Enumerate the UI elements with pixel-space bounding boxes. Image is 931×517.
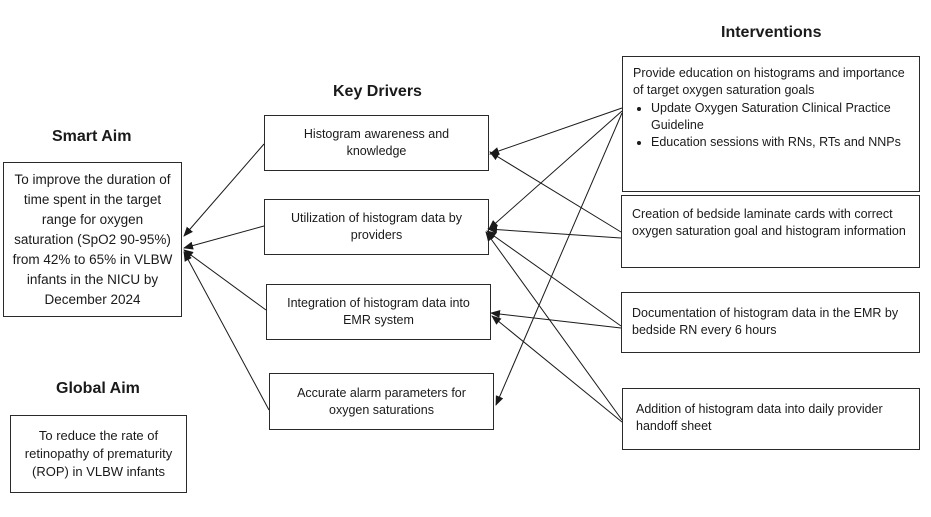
intervention-bullet: Education sessions with RNs, RTs and NNP… xyxy=(651,134,909,151)
arrow-int1-to-driver2 xyxy=(488,110,623,230)
key-driver-box: Histogram awareness and knowledge xyxy=(264,115,489,171)
arrow-driver-3-to-smart-aim xyxy=(183,249,267,311)
intervention-bullet-list: Update Oxygen Saturation Clinical Practi… xyxy=(633,100,909,151)
intervention-text: Creation of bedside laminate cards with … xyxy=(632,207,906,238)
intervention-bullet: Update Oxygen Saturation Clinical Practi… xyxy=(651,100,909,134)
key-driver-text: Histogram awareness and knowledge xyxy=(303,127,450,158)
intervention-box: Documentation of histogram data in the E… xyxy=(621,292,920,353)
arrow-int3-to-driver2 xyxy=(486,230,622,327)
key-driver-text: Utilization of histogram data by provide… xyxy=(291,211,462,242)
key-driver-text: Accurate alarm parameters for oxygen sat… xyxy=(297,385,466,417)
key-drivers-heading: Key Drivers xyxy=(333,83,422,100)
arrow-int1-to-driver4 xyxy=(495,112,623,406)
intervention-text: Provide education on histograms and impo… xyxy=(633,66,905,97)
global-aim-box: To reduce the rate of retinopathy of pre… xyxy=(10,415,187,493)
key-driver-box: Utilization of histogram data by provide… xyxy=(264,199,489,255)
key-driver-text: Integration of histogram data into EMR s… xyxy=(287,296,470,327)
smart-aim-box: To improve the duration of time spent in… xyxy=(3,162,182,317)
arrow-int4-to-driver2 xyxy=(485,231,623,421)
intervention-box: Addition of histogram data into daily pr… xyxy=(622,388,920,450)
arrow-driver-2-to-smart-aim xyxy=(183,225,265,250)
key-driver-box: Accurate alarm parameters for oxygen sat… xyxy=(269,373,494,430)
intervention-text: Addition of histogram data into daily pr… xyxy=(636,402,883,433)
intervention-text: Documentation of histogram data in the E… xyxy=(632,306,899,337)
intervention-box: Provide education on histograms and impo… xyxy=(622,56,920,192)
arrow-driver-1-to-smart-aim xyxy=(183,143,265,237)
global-aim-text: To reduce the rate of retinopathy of pre… xyxy=(24,428,173,479)
key-driver-box: Integration of histogram data into EMR s… xyxy=(266,284,491,340)
arrow-int2-to-driver2 xyxy=(487,225,622,239)
interventions-heading: Interventions xyxy=(721,24,822,41)
arrow-int3-to-driver3 xyxy=(490,310,622,329)
arrow-driver-4-to-smart-aim xyxy=(183,251,270,411)
intervention-box: Creation of bedside laminate cards with … xyxy=(621,195,920,268)
arrow-int4-to-driver3 xyxy=(491,315,623,423)
smart-aim-heading: Smart Aim xyxy=(52,128,132,145)
arrow-int2-to-driver1 xyxy=(489,151,622,233)
smart-aim-text: To improve the duration of time spent in… xyxy=(12,171,173,307)
global-aim-heading: Global Aim xyxy=(56,380,140,397)
arrow-int1-to-driver1 xyxy=(489,107,623,155)
